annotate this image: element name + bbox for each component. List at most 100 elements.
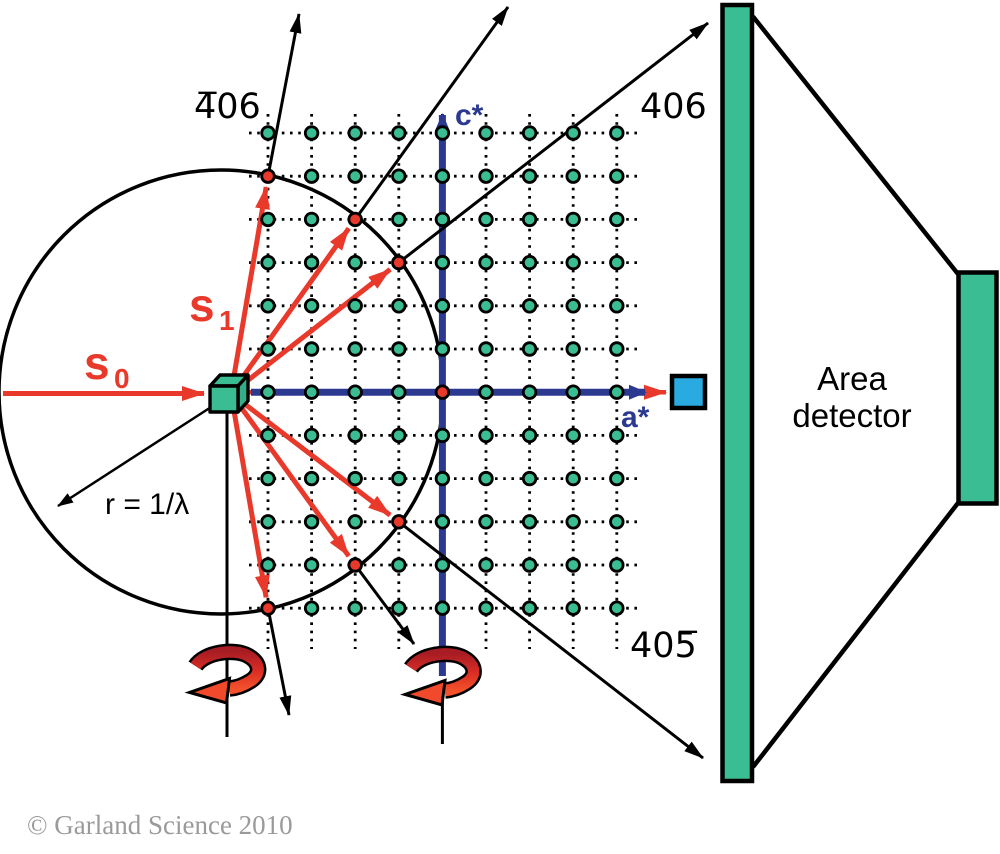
lattice-point (521, 211, 538, 228)
lattice-point (521, 384, 538, 400)
lattice-point (478, 341, 494, 357)
diffracted-beam-arrow (397, 520, 704, 760)
crystal-cube-front-face (208, 384, 240, 414)
s1-scattered-beam-arrow (229, 267, 392, 396)
diffracting-lattice-point (347, 211, 363, 228)
lattice-point (609, 557, 625, 573)
lattice-point (303, 384, 320, 400)
lattice-point (565, 168, 581, 184)
lattice-point (609, 125, 625, 141)
diffracting-lattice-point (260, 168, 276, 184)
beam-stop (669, 373, 708, 411)
scattered-vector-arrows (228, 186, 392, 599)
lattice-point (303, 470, 320, 487)
area-detector-label-line2: detector (792, 397, 911, 434)
lattice-point (347, 341, 363, 357)
lattice-point (260, 557, 276, 573)
lattice-point (260, 298, 276, 314)
lattice-point (391, 427, 407, 444)
lattice-point (391, 211, 407, 228)
lattice-point (609, 168, 625, 184)
reciprocal-lattice-points (260, 125, 625, 616)
s0-label-base: s (84, 337, 110, 389)
lattice-point (521, 427, 538, 444)
s1-scattered-beam-arrow (229, 391, 392, 518)
lattice-point (391, 384, 407, 400)
lattice-point (609, 341, 625, 357)
lattice-point (347, 125, 363, 141)
diffracted-beam-arrow (353, 564, 416, 645)
detector-front-panel (720, 2, 755, 784)
lattice-point (391, 168, 407, 184)
lattice-point (391, 600, 407, 616)
lattice-point (391, 470, 407, 487)
radius-arrow (57, 398, 223, 508)
s1-label-base: s (189, 279, 215, 331)
lattice-point (478, 125, 494, 141)
lattice-point (347, 427, 363, 444)
lattice-point (434, 125, 451, 141)
lattice-point (609, 514, 625, 530)
lattice-point (434, 168, 451, 184)
lattice-point (260, 254, 276, 271)
rotation-arrow-icon (400, 645, 482, 707)
lattice-point (434, 470, 451, 487)
lattice-point (303, 254, 320, 271)
area-detector-label-line1: Area (817, 360, 887, 397)
lattice-point (521, 470, 538, 487)
lattice-point (521, 341, 538, 357)
lattice-point (565, 557, 581, 573)
detector-side-panel (956, 270, 999, 506)
lattice-point (434, 427, 451, 444)
lattice-point (260, 341, 276, 357)
lattice-point (434, 211, 451, 228)
lattice-point (565, 600, 581, 616)
lattice-point (565, 470, 581, 487)
lattice-point (565, 298, 581, 314)
lattice-point (478, 168, 494, 184)
s1-scattered-beam-arrow (228, 392, 351, 558)
lattice-point (609, 427, 625, 444)
lattice-point (303, 298, 320, 314)
detector-connector-bottom (751, 501, 960, 769)
lattice-point (521, 600, 538, 616)
lattice-point (565, 341, 581, 357)
lattice-point (260, 384, 276, 400)
area-detector (720, 2, 999, 784)
detector-connector-top (751, 15, 960, 276)
lattice-point (521, 168, 538, 184)
copyright-text: © Garland Science 2010 (27, 810, 293, 840)
c-star-axis-label: c* (455, 99, 484, 132)
lattice-point (347, 514, 363, 530)
s1-label-subscript: 1 (219, 305, 235, 336)
diffracted-beam-arrows (266, 6, 709, 760)
diffracting-lattice-point (391, 254, 407, 271)
lattice-point (347, 384, 363, 400)
lattice-point (478, 514, 494, 530)
lattice-point (347, 470, 363, 487)
lattice-point (609, 600, 625, 616)
lattice-point (260, 514, 276, 530)
lattice-point (565, 125, 581, 141)
lattice-point (478, 298, 494, 314)
lattice-point (391, 341, 407, 357)
lattice-point (521, 514, 538, 530)
lattice-point (303, 427, 320, 444)
lattice-point (303, 514, 320, 530)
lattice-point (478, 427, 494, 444)
diffracted-beam-arrow (397, 21, 709, 264)
lattice-point (521, 298, 538, 314)
lattice-point (434, 600, 451, 616)
lattice-point (303, 557, 320, 573)
lattice-point (391, 557, 407, 573)
lattice-point (260, 427, 276, 444)
lattice-point (260, 125, 276, 141)
lattice-point (478, 211, 494, 228)
diffracted-beam-arrow (353, 6, 510, 221)
lattice-point (391, 298, 407, 314)
lattice-point (478, 557, 494, 573)
lattice-point (303, 168, 320, 184)
lattice-point (434, 557, 451, 573)
